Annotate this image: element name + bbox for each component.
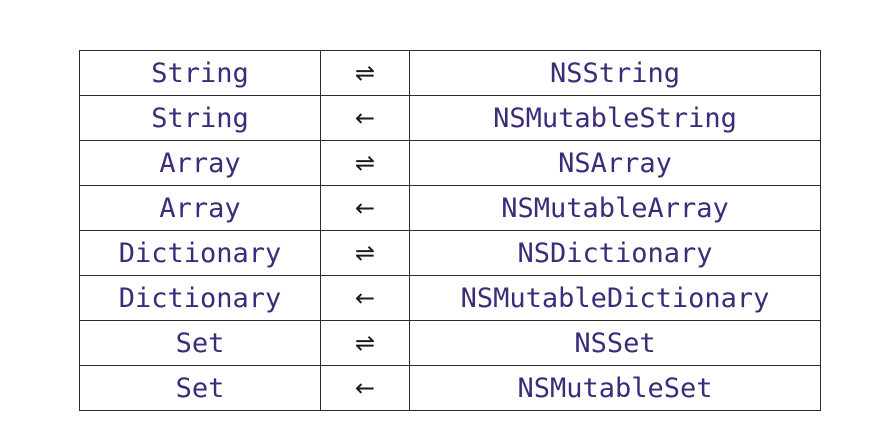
table-row: Set ⇌ NSSet [79, 320, 821, 366]
bidirectional-arrows-icon: ⇌ [320, 320, 410, 366]
swift-type-cell: Dictionary [79, 230, 321, 276]
left-arrow-icon: ← [320, 185, 410, 231]
objc-type-cell: NSDictionary [409, 230, 821, 276]
objc-type-cell: NSSet [409, 320, 821, 366]
bridging-table: String ⇌ NSString String ← NSMutableStri… [79, 50, 821, 411]
bidirectional-arrows-icon: ⇌ [320, 50, 410, 96]
objc-type-cell: NSMutableSet [409, 365, 821, 411]
objc-type-cell: NSArray [409, 140, 821, 186]
table-row: Set ← NSMutableSet [79, 365, 821, 411]
bidirectional-arrows-icon: ⇌ [320, 140, 410, 186]
left-arrow-icon: ← [320, 95, 410, 141]
left-arrow-icon: ← [320, 365, 410, 411]
swift-type-cell: Array [79, 140, 321, 186]
bidirectional-arrows-icon: ⇌ [320, 230, 410, 276]
objc-type-cell: NSMutableString [409, 95, 821, 141]
table-row: String ← NSMutableString [79, 95, 821, 141]
objc-type-cell: NSString [409, 50, 821, 96]
objc-type-cell: NSMutableDictionary [409, 275, 821, 321]
swift-type-cell: Set [79, 365, 321, 411]
left-arrow-icon: ← [320, 275, 410, 321]
swift-type-cell: Array [79, 185, 321, 231]
table-row: Array ⇌ NSArray [79, 140, 821, 186]
swift-type-cell: String [79, 95, 321, 141]
swift-type-cell: String [79, 50, 321, 96]
table-row: Dictionary ← NSMutableDictionary [79, 275, 821, 321]
table-row: Dictionary ⇌ NSDictionary [79, 230, 821, 276]
swift-type-cell: Set [79, 320, 321, 366]
table-row: String ⇌ NSString [79, 50, 821, 96]
objc-type-cell: NSMutableArray [409, 185, 821, 231]
table-row: Array ← NSMutableArray [79, 185, 821, 231]
swift-type-cell: Dictionary [79, 275, 321, 321]
